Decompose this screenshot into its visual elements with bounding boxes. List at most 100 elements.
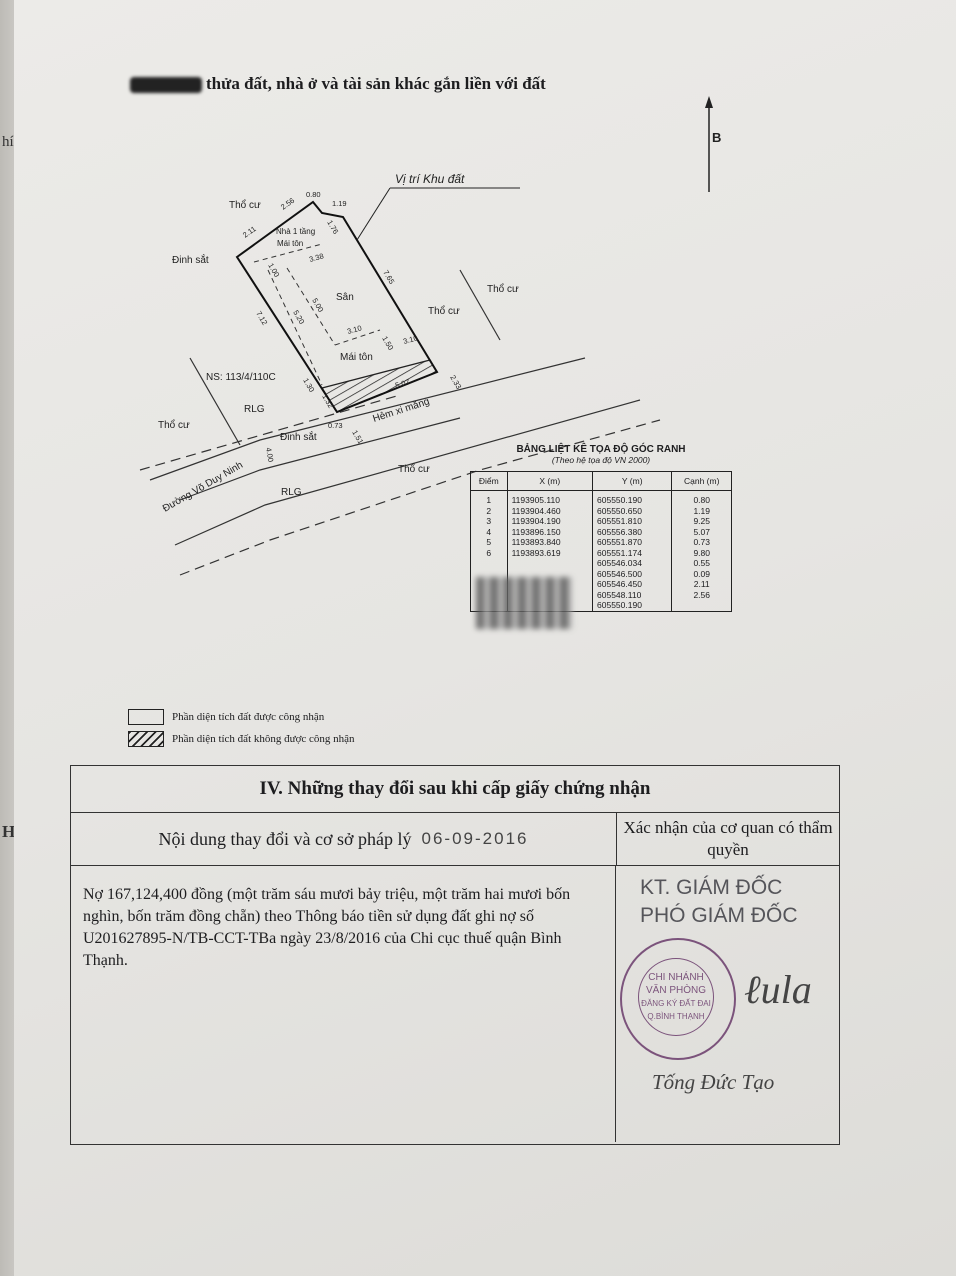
- table-cell: 605550.190: [592, 490, 673, 506]
- position-title: PHÓ GIÁM ĐỐC: [640, 904, 798, 927]
- dimension-label: 2.33: [448, 374, 463, 391]
- changes-section: IV. Những thay đổi sau khi cấp giấy chứn…: [70, 765, 840, 1145]
- legend-label: Phần diện tích đất được công nhận: [172, 711, 325, 723]
- dimension-label: 5.00: [310, 297, 325, 314]
- table-cell: 2: [470, 505, 508, 516]
- table-cell: 605550.190: [592, 600, 673, 612]
- redacted-coordinates: [476, 577, 572, 629]
- location-label: Vị trí Khu đất: [395, 172, 465, 186]
- signature: ℓula: [744, 967, 812, 1012]
- label-road: Đường Võ Duy Ninh: [161, 460, 245, 515]
- label-house-number: NS: 113/4/110C: [206, 372, 276, 383]
- table-cell: 1193904.190: [506, 516, 594, 527]
- table-cell: 9.80: [671, 547, 732, 558]
- table-cell: 0.09: [671, 568, 732, 579]
- coordinate-table-title: BẢNG LIỆT KÊ TỌA ĐỘ GÓC RANH: [516, 444, 686, 455]
- label-dinh-sat: Đinh sắt: [172, 253, 209, 266]
- dimension-label: 0.73: [328, 421, 343, 430]
- table-cell: 605551.870: [592, 537, 673, 548]
- table-cell: [470, 558, 508, 569]
- coordinate-table-subtitle: (Theo hệ tọa độ VN 2000): [551, 455, 651, 465]
- table-cell: [506, 568, 594, 579]
- label-house: Nhà 1 tầng: [276, 227, 315, 236]
- legend-swatch-hatched: [128, 731, 164, 747]
- road-lines: [139, 269, 661, 576]
- section-heading: IV. Những thay đổi sau khi cấp giấy chứn…: [71, 766, 839, 813]
- label-alley: Hẻm xi măng: [372, 396, 431, 425]
- label-tho-cu: Thổ cư: [487, 283, 519, 295]
- dimension-label: 0.80: [306, 190, 321, 199]
- dimension-label: 3.38: [308, 251, 324, 263]
- column-header: Y (m): [592, 471, 673, 491]
- seal-text: VĂN PHÒNG: [645, 985, 706, 996]
- table-cell: 1193893.840: [506, 537, 594, 548]
- legend: Phần diện tích đất được công nhận Phần d…: [128, 706, 355, 750]
- page-fragment: H: [2, 822, 16, 841]
- dimension-label: 2.56: [279, 196, 296, 212]
- seal-inner-ring: CHI NHÁNH VĂN PHÒNG ĐĂNG KÝ ĐẤT ĐAI Q.BÌ…: [638, 958, 714, 1036]
- position-title: KT. GIÁM ĐỐC: [640, 876, 783, 899]
- page-fragment: hí: [2, 134, 14, 150]
- dimension-label: 1.50: [380, 335, 395, 352]
- table-cell: 0.80: [671, 490, 732, 506]
- dimension-label: 5.20: [291, 309, 306, 326]
- title-text: thửa đất, nhà ở và tài sản khác gắn liền…: [206, 74, 546, 93]
- table-cell: 1193905.110: [506, 490, 594, 506]
- table-cell: 1193896.150: [506, 526, 594, 537]
- column-header: X (m): [506, 471, 594, 491]
- dimension-label: 1.30: [301, 377, 316, 394]
- table-cell: 605546.034: [592, 558, 673, 569]
- change-content: Nợ 167,124,400 đồng (một trăm sáu mươi b…: [71, 866, 616, 1142]
- dimension-label: 1.19: [332, 199, 347, 208]
- location-pointer: [356, 187, 391, 241]
- plot-boundary: [235, 200, 439, 414]
- dimension-label: 2.11: [241, 224, 258, 239]
- authority-column-header: Xác nhận của cơ quan có thẩm quyền: [623, 818, 833, 859]
- label-tho-cu: Thổ cư: [398, 463, 430, 475]
- table-cell: 9.25: [671, 516, 732, 527]
- column-header: Điểm: [470, 471, 508, 491]
- table-cell: 3: [470, 516, 508, 527]
- inner-dashed-lines: [253, 243, 381, 386]
- dimension-label: 1.76: [325, 219, 340, 236]
- north-label: B: [712, 130, 721, 145]
- content-column-header: Nội dung thay đổi và cơ sở pháp lý: [158, 828, 412, 849]
- land-plot-diagram: B Vị trí Khu đất Thổ cư Thổ cư Thổ cư Th…: [139, 96, 721, 576]
- page-title: thửa đất, nhà ở và tài sản khác gắn liền…: [130, 74, 546, 94]
- table-cell: 2.11: [671, 579, 732, 590]
- label-rlg: RLG: [281, 487, 302, 498]
- table-cell: 1: [470, 490, 508, 506]
- table-cell: 5: [470, 537, 508, 548]
- table-cell: 1193893.619: [506, 547, 594, 558]
- dimension-label: 3.10: [346, 323, 362, 335]
- seal-text: ĐĂNG KÝ ĐẤT ĐAI: [641, 999, 711, 1008]
- label-tho-cu: Thổ cư: [158, 419, 190, 431]
- table-cell: 605546.500: [592, 568, 673, 579]
- table-cell: 5.07: [671, 526, 732, 537]
- dimension-label: 3.10: [402, 333, 418, 345]
- table-cell: 605546.450: [592, 579, 673, 590]
- seal-text: CHI NHÁNH: [648, 972, 704, 983]
- table-cell: 605551.174: [592, 547, 673, 558]
- legend-swatch-blank: [128, 709, 164, 725]
- table-cell: [671, 600, 732, 612]
- label-tho-cu: Thổ cư: [428, 305, 460, 317]
- table-cell: 605550.650: [592, 505, 673, 516]
- table-cell: 1.19: [671, 505, 732, 516]
- column-header: Cạnh (m): [671, 471, 732, 491]
- signer-name: Tống Đức Tạo: [652, 1070, 775, 1094]
- north-arrow-head-icon: [705, 96, 713, 108]
- legend-label: Phần diện tích đất không được công nhận: [172, 733, 355, 745]
- table-cell: [506, 558, 594, 569]
- label-dinh-sat: Đinh sắt: [280, 430, 317, 443]
